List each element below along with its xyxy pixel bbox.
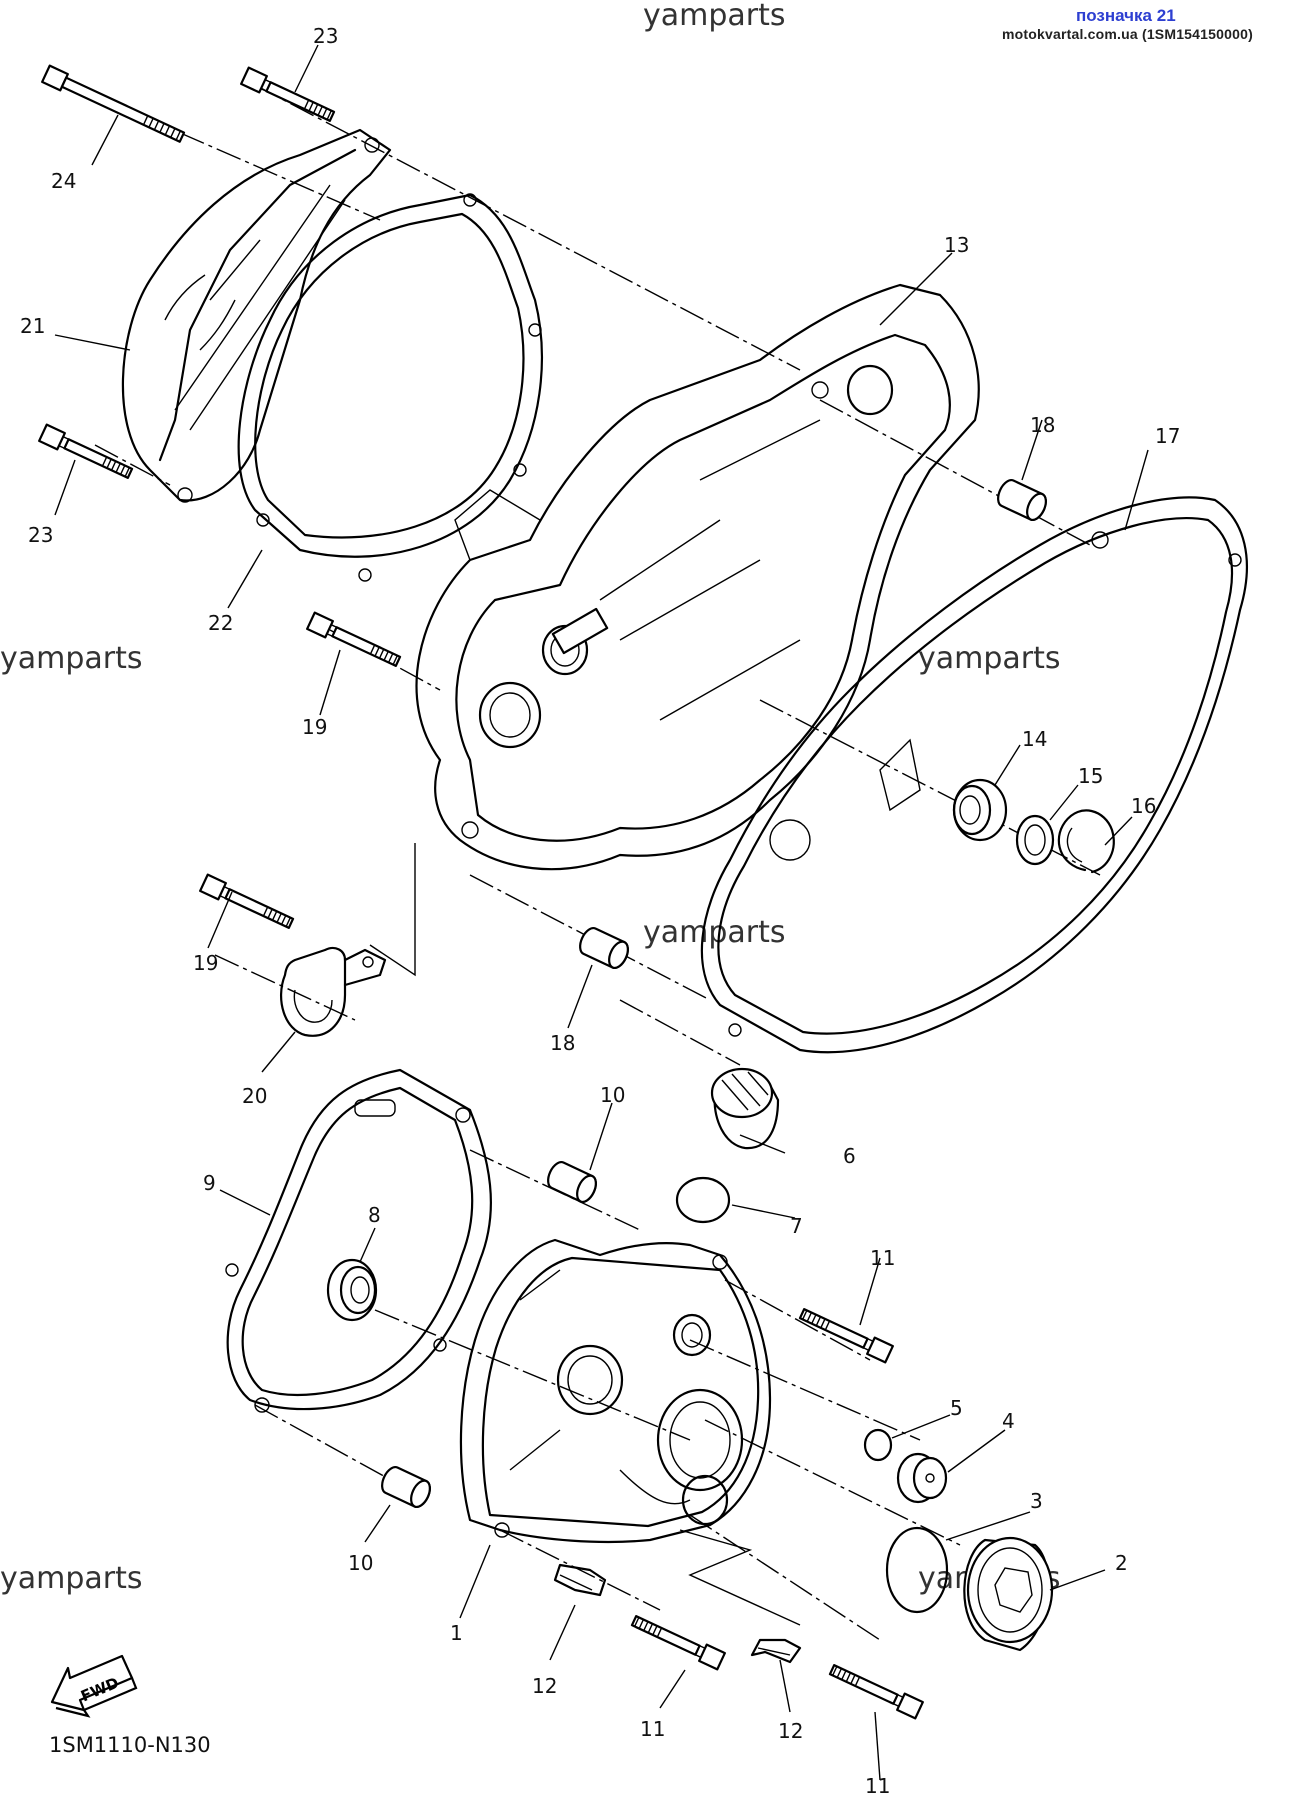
part-14-oil-seal [952, 778, 1008, 842]
part-17-gasket [700, 496, 1248, 1054]
part-10-dowel-lower [377, 1463, 435, 1511]
callout-20: 20 [242, 1084, 267, 1108]
fwd-arrow-icon: FWD [50, 1654, 138, 1718]
callout-leaders [54, 44, 1149, 1781]
callout-16: 16 [1131, 794, 1156, 818]
part-5-o-ring [863, 1428, 893, 1462]
callout-11-lower: 11 [865, 1774, 890, 1798]
part-6-filler-cap [710, 1067, 780, 1150]
watermark: yamparts [0, 1561, 143, 1596]
part-19-bolt-upper [306, 611, 403, 671]
watermark: yamparts [643, 915, 786, 950]
callout-8: 8 [368, 1203, 381, 1227]
callout-12-left: 12 [532, 1674, 557, 1698]
watermark: yamparts [0, 641, 143, 676]
part-23-bolt-upper [240, 66, 337, 126]
reference-title: позначка 21 [1076, 6, 1176, 25]
callout-11-upper: 11 [870, 1246, 895, 1270]
callout-3: 3 [1030, 1489, 1043, 1513]
part-11-bolt-upper [797, 1304, 894, 1364]
callout-23-left: 23 [28, 523, 53, 547]
part-21-outer-cover [121, 128, 392, 503]
callout-10-upper: 10 [600, 1083, 625, 1107]
part-3-o-ring [885, 1526, 949, 1614]
callout-18-lower: 18 [550, 1031, 575, 1055]
callout-12-right: 12 [778, 1719, 803, 1743]
part-7-o-ring [675, 1176, 731, 1224]
callout-10-lower: 10 [348, 1551, 373, 1575]
part-24-bolt [41, 64, 187, 147]
callout-labels: 24 23 21 23 22 13 18 17 19 14 15 16 19 1… [20, 24, 1180, 1798]
callout-21: 21 [20, 314, 45, 338]
callout-14: 14 [1022, 727, 1047, 751]
callout-24: 24 [51, 169, 76, 193]
callout-17: 17 [1155, 424, 1180, 448]
callout-2: 2 [1115, 1551, 1128, 1575]
part-9-gasket [225, 1068, 493, 1413]
callout-5: 5 [950, 1396, 963, 1420]
callout-18-upper: 18 [1030, 413, 1055, 437]
watermark: yamparts [918, 641, 1061, 676]
part-18-dowel-lower [575, 924, 633, 972]
reference-site: motokvartal.com.ua (1SM154150000) [1002, 26, 1253, 42]
part-18-dowel-upper [993, 476, 1051, 524]
callout-6: 6 [843, 1144, 856, 1168]
part-15-washer [1015, 814, 1055, 866]
part-1-clutch-cover [459, 1238, 772, 1544]
diagram-code: 1SM1110-N130 [49, 1733, 211, 1757]
callout-19-lower: 19 [193, 951, 218, 975]
callout-4: 4 [1002, 1409, 1015, 1433]
part-19-bolt-lower [199, 873, 296, 933]
watermark: yamparts [643, 0, 786, 33]
part-12-guide-left [553, 1563, 607, 1597]
part-13-crankcase-cover [415, 283, 980, 871]
part-22-gasket [237, 193, 543, 582]
part-20-clamp [280, 946, 387, 1037]
callout-22: 22 [208, 611, 233, 635]
part-11-bolt-middle [629, 1611, 726, 1671]
part-16-circlip [1057, 809, 1115, 874]
part-23-bolt-lower [38, 423, 135, 483]
part-8-oil-seal [326, 1258, 378, 1322]
part-4-bolt-plug [896, 1452, 948, 1504]
callout-9: 9 [203, 1171, 216, 1195]
part-11-bolt-lower [827, 1660, 924, 1720]
callout-7: 7 [790, 1214, 803, 1238]
part-2-plug [963, 1536, 1054, 1652]
callout-15: 15 [1078, 764, 1103, 788]
callout-19-upper: 19 [302, 715, 327, 739]
callout-13: 13 [944, 233, 969, 257]
callout-23-top: 23 [313, 24, 338, 48]
callout-1: 1 [450, 1621, 463, 1645]
part-12-guide-right [750, 1638, 802, 1664]
callout-11-middle: 11 [640, 1717, 665, 1741]
